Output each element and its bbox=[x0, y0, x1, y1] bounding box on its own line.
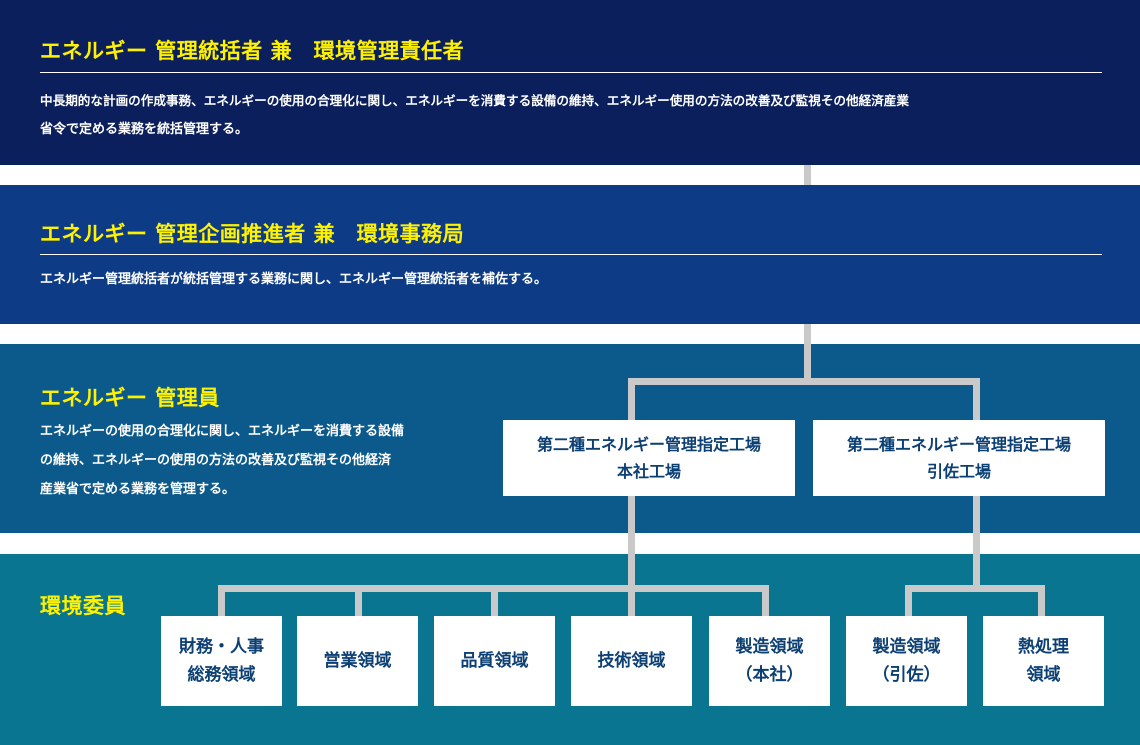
domain-box-sales: 営業領域 bbox=[297, 616, 418, 706]
domain-box-line1: 営業領域 bbox=[323, 651, 392, 671]
connector-line bbox=[628, 496, 635, 616]
connector-line bbox=[804, 165, 811, 185]
section-description: エネルギー管理統括者が統括管理する業務に関し、エネルギー管理統括者を補佐する。 bbox=[40, 265, 1100, 294]
connector-line bbox=[905, 585, 912, 616]
connector-line bbox=[905, 585, 1045, 592]
domain-box-line2: （引佐） bbox=[872, 665, 941, 685]
section-title: エネルギー 管理員 bbox=[40, 386, 220, 410]
domain-box-line1: 技術領域 bbox=[597, 651, 666, 671]
connector-line bbox=[1038, 585, 1045, 616]
section-energy-general-manager bbox=[0, 0, 1140, 165]
description-line: 省令で定める業務を統括管理する。 bbox=[40, 122, 249, 137]
domain-box-line1: 品質領域 bbox=[460, 651, 529, 671]
domain-box-technology: 技術領域 bbox=[571, 616, 692, 706]
domain-box-quality: 品質領域 bbox=[434, 616, 555, 706]
description-line: エネルギー管理統括者が統括管理する業務に関し、エネルギー管理統括者を補佐する。 bbox=[40, 272, 548, 287]
connector-line bbox=[804, 324, 811, 380]
description-line: エネルギーの使用の合理化に関し、エネルギーを消費する設備 bbox=[40, 424, 405, 439]
description-line: 産業省で定める業務を管理する。 bbox=[40, 482, 236, 497]
section-title: エネルギー 管理統括者 兼 環境管理責任者 bbox=[40, 39, 465, 63]
domain-box-line2: 領域 bbox=[1026, 665, 1061, 685]
connector-line bbox=[973, 378, 980, 420]
description-line: の維持、エネルギーの使用の方法の改善及び監視その他経済 bbox=[40, 453, 392, 468]
domain-box-manufacturing-honsha: 製造領域 （本社） bbox=[709, 616, 830, 706]
connector-line bbox=[628, 378, 980, 385]
plant-box-line2: 本社工場 bbox=[616, 462, 681, 481]
domain-box-line1: 製造領域 bbox=[872, 637, 941, 657]
section-title: エネルギー 管理企画推進者 兼 環境事務局 bbox=[40, 222, 465, 246]
domain-box-finance-hr: 財務・人事 総務領域 bbox=[161, 616, 282, 706]
plant-box-line1: 第二種エネルギー管理指定工場 bbox=[846, 435, 1071, 454]
domain-box-line2: （本社） bbox=[735, 665, 804, 685]
divider bbox=[40, 72, 1102, 73]
divider bbox=[40, 254, 1102, 255]
plant-box-line1: 第二種エネルギー管理指定工場 bbox=[536, 435, 761, 454]
section-title: 環境委員 bbox=[40, 594, 126, 618]
domain-box-line2: 総務領域 bbox=[187, 665, 256, 685]
connector-line bbox=[628, 378, 635, 420]
connector-line bbox=[973, 496, 980, 592]
section-description: エネルギーの使用の合理化に関し、エネルギーを消費する設備 の維持、エネルギーの使… bbox=[40, 417, 480, 504]
domain-box-line1: 製造領域 bbox=[735, 637, 804, 657]
plant-box-line2: 引佐工場 bbox=[926, 462, 991, 481]
domain-box-line1: 熱処理 bbox=[1018, 637, 1069, 657]
connector-line bbox=[762, 585, 769, 616]
connector-line bbox=[491, 585, 498, 616]
domain-box-heat-treatment: 熱処理 領域 bbox=[983, 616, 1104, 706]
domain-box-line1: 財務・人事 bbox=[179, 637, 264, 657]
connector-line bbox=[355, 585, 362, 616]
section-description: 中長期的な計画の作成事務、エネルギーの使用の合理化に関し、エネルギーを消費する設… bbox=[40, 86, 1115, 144]
plant-box-inasa: 第二種エネルギー管理指定工場 引佐工場 bbox=[813, 420, 1105, 496]
description-line: 中長期的な計画の作成事務、エネルギーの使用の合理化に関し、エネルギーを消費する設… bbox=[40, 93, 909, 108]
connector-line bbox=[218, 585, 225, 616]
plant-box-honsha: 第二種エネルギー管理指定工場 本社工場 bbox=[503, 420, 795, 496]
domain-box-manufacturing-inasa: 製造領域 （引佐） bbox=[846, 616, 967, 706]
